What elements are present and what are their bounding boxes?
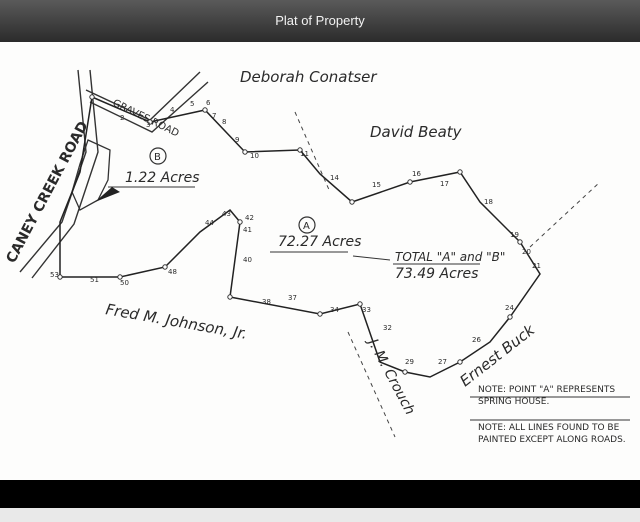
pointer-arrow <box>95 187 120 202</box>
station-24: 24 <box>505 304 514 312</box>
neighbor-david: David Beaty <box>370 123 463 141</box>
dashed-line-lower <box>347 331 396 438</box>
station-numbers: 2 3 4 5 6 7 8 9 10 11 14 15 16 17 18 19 … <box>50 99 541 366</box>
note-1-line-2: SPRING HOUSE. <box>478 397 549 407</box>
tract-a-acres: 72.27 Acres <box>278 234 361 250</box>
station-48: 48 <box>168 268 177 276</box>
tract-b-acres: 1.22 Acres <box>125 170 200 186</box>
station-43: 43 <box>222 210 231 218</box>
station-11: 11 <box>300 150 309 158</box>
station-3: 3 <box>146 121 150 129</box>
station-6: 6 <box>206 99 211 107</box>
station-53: 53 <box>50 271 59 279</box>
tract-a-marker: A <box>303 221 310 232</box>
station-18: 18 <box>484 198 493 206</box>
station-37: 37 <box>288 294 297 302</box>
title-bar: Plat of Property <box>0 0 640 43</box>
station-26: 26 <box>472 336 481 344</box>
station-44: 44 <box>205 219 214 227</box>
tract-b-marker: B <box>154 152 161 163</box>
station-20: 20 <box>522 248 531 256</box>
station-50: 50 <box>120 279 129 287</box>
station-9: 9 <box>235 136 239 144</box>
plat-svg: Deborah Conatser David Beaty Fred M. Joh… <box>3 68 630 445</box>
neighbor-crouch: J. M. Crouch <box>363 334 418 418</box>
station-27: 27 <box>438 358 447 366</box>
station-40: 40 <box>243 256 252 264</box>
tract-b-boundary <box>71 139 111 211</box>
station-17: 17 <box>440 180 449 188</box>
neighbor-deborah: Deborah Conatser <box>240 68 377 86</box>
total-arrow <box>352 255 391 261</box>
station-14: 14 <box>330 174 339 182</box>
tract-a-boundary <box>59 95 541 378</box>
station-2: 2 <box>120 114 124 122</box>
station-16: 16 <box>412 170 421 178</box>
station-21: 21 <box>532 262 541 270</box>
station-8: 8 <box>222 118 226 126</box>
station-32: 32 <box>383 324 392 332</box>
survey-points <box>57 94 523 375</box>
station-29: 29 <box>405 358 414 366</box>
dashed-line-upper <box>294 111 331 193</box>
note-2-line-1: NOTE: ALL LINES FOUND TO BE <box>478 423 620 433</box>
note-2-line-2: PAINTED EXCEPT ALONG ROADS. <box>478 435 626 445</box>
station-42: 42 <box>245 214 254 222</box>
tract-a-circle <box>298 216 316 234</box>
window-title: Plat of Property <box>275 13 365 28</box>
station-4: 4 <box>170 106 175 114</box>
neighbor-fred: Fred M. Johnson, Jr. <box>104 300 248 343</box>
station-15: 15 <box>372 181 381 189</box>
road-label-caney-creek: CANEY CREEK ROAD <box>3 119 91 266</box>
station-51: 51 <box>90 276 99 284</box>
station-19: 19 <box>510 231 519 239</box>
notes-box: NOTE: POINT "A" REPRESENTS SPRING HOUSE.… <box>470 385 630 445</box>
total-acres: 73.49 Acres <box>395 266 478 282</box>
station-38: 38 <box>262 298 271 306</box>
plat-drawing: Deborah Conatser David Beaty Fred M. Joh… <box>0 42 640 522</box>
neighbor-ernest: Ernest Buck <box>456 320 539 390</box>
dashed-line-right <box>529 181 601 248</box>
station-5: 5 <box>190 100 194 108</box>
note-1-line-1: NOTE: POINT "A" REPRESENTS <box>478 385 615 395</box>
total-label: TOTAL "A" and "B" <box>395 250 505 264</box>
bottom-strip <box>0 508 640 522</box>
station-33: 33 <box>362 306 371 314</box>
station-7: 7 <box>212 112 216 120</box>
tract-b-circle <box>149 147 167 165</box>
station-41: 41 <box>243 226 252 234</box>
station-10: 10 <box>250 152 259 160</box>
station-34: 34 <box>330 306 339 314</box>
